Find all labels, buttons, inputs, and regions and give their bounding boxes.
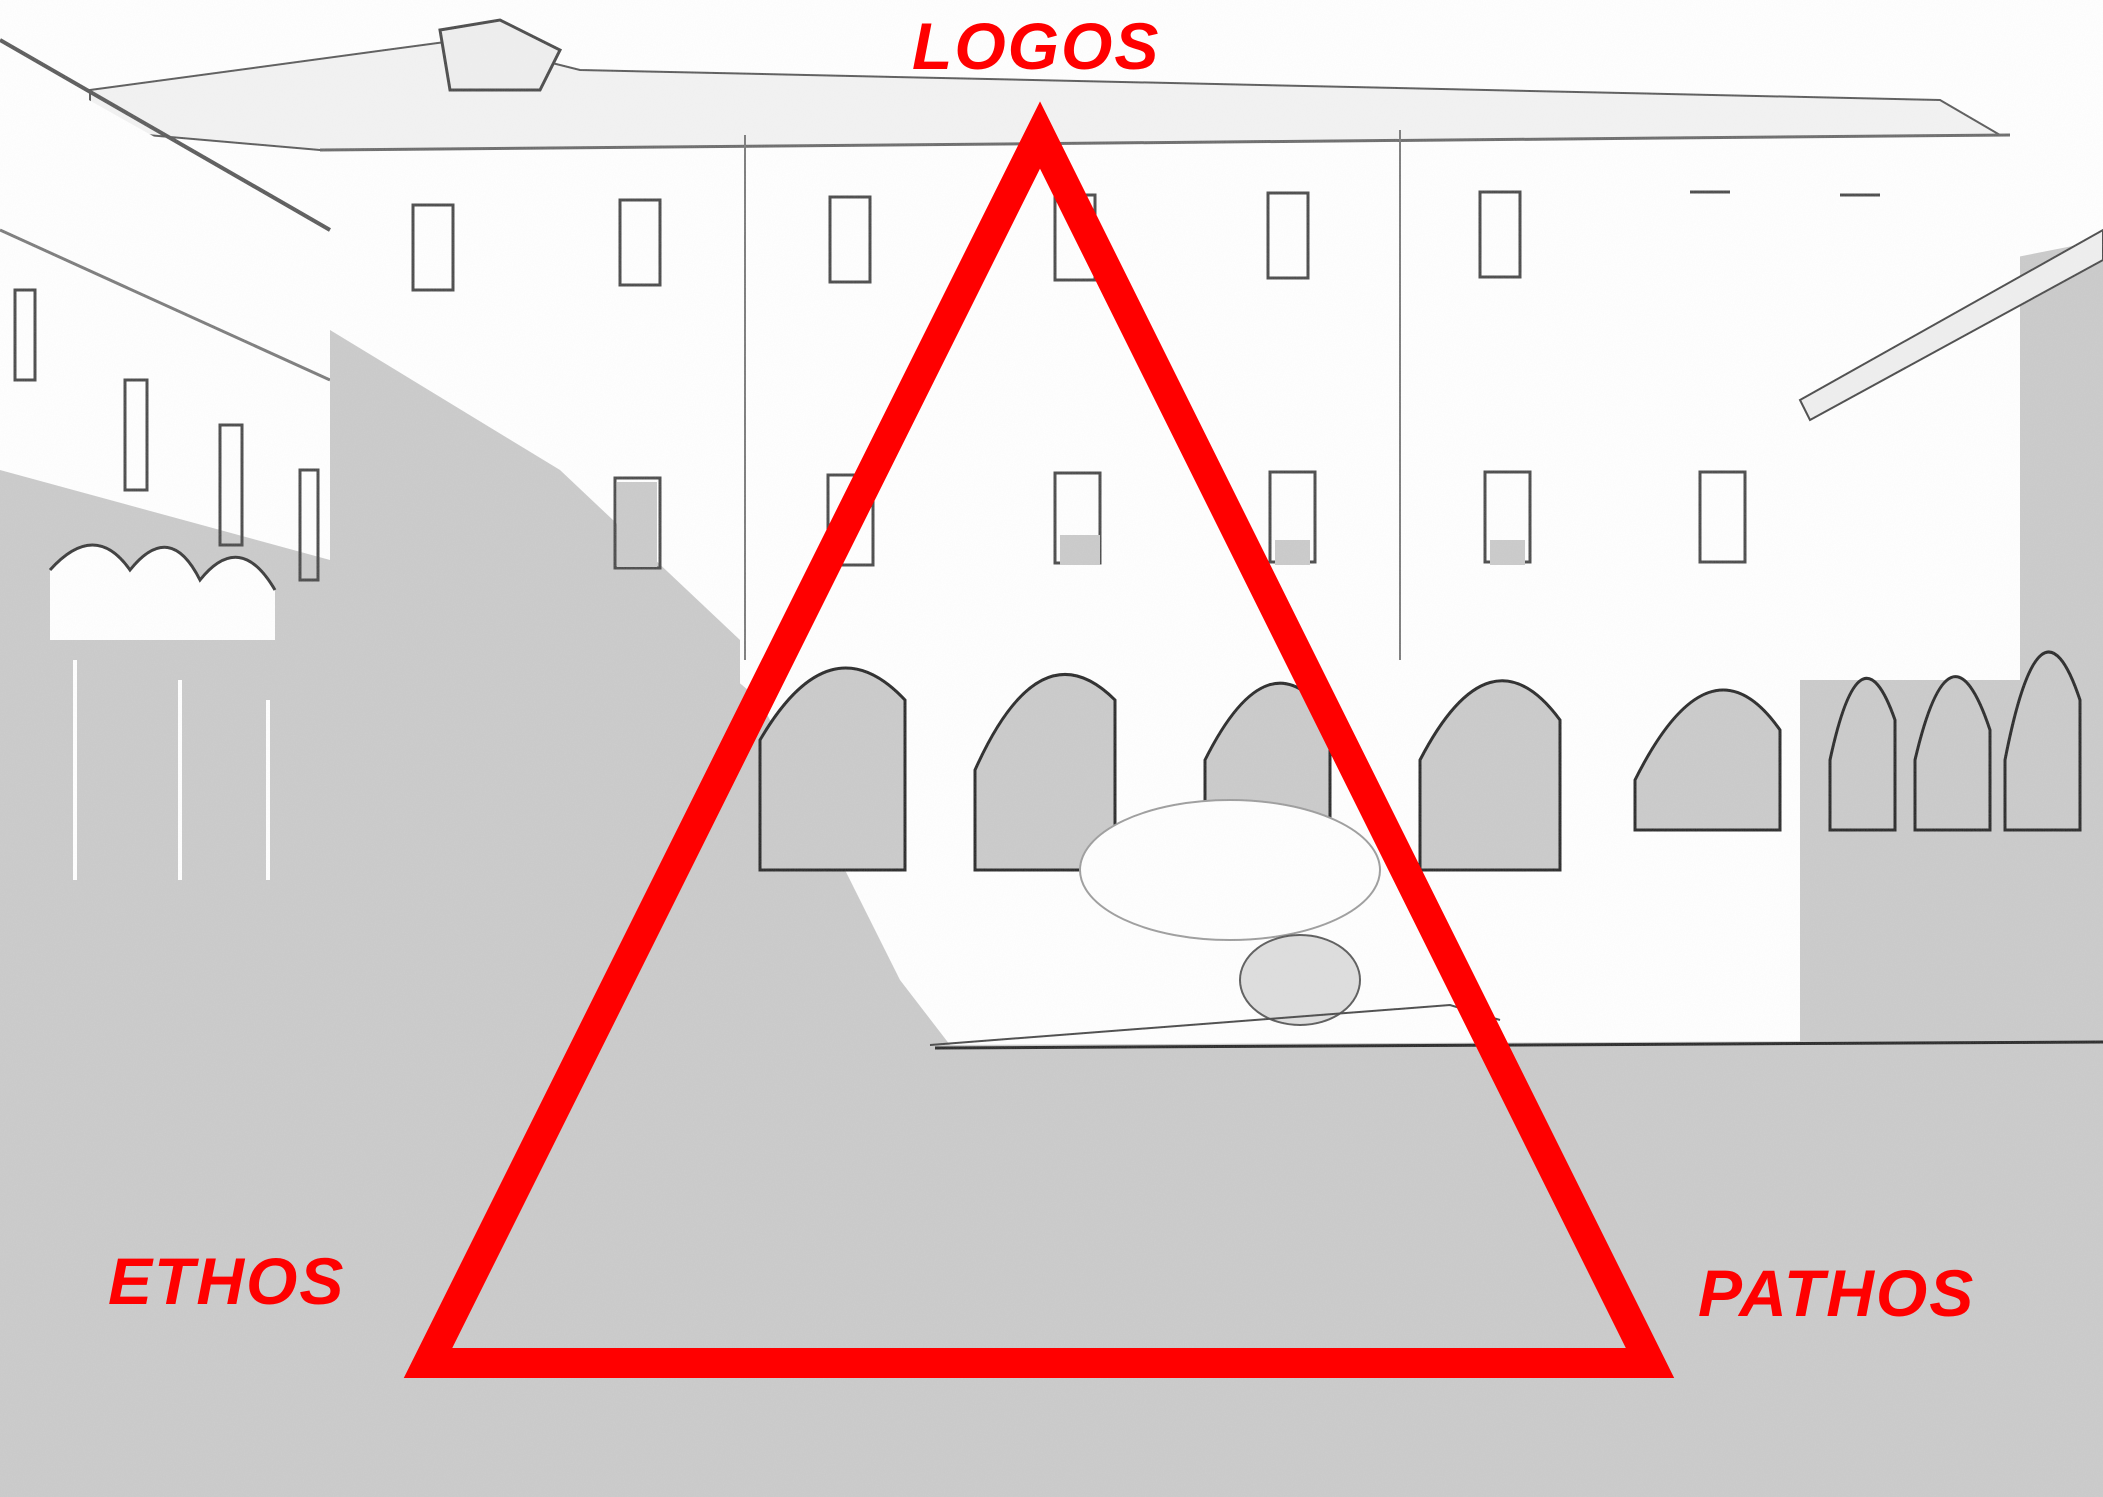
pathos-label: PATHOS	[1698, 1260, 1975, 1326]
ethos-label: ETHOS	[108, 1248, 345, 1314]
logos-label: LOGOS	[912, 13, 1160, 79]
